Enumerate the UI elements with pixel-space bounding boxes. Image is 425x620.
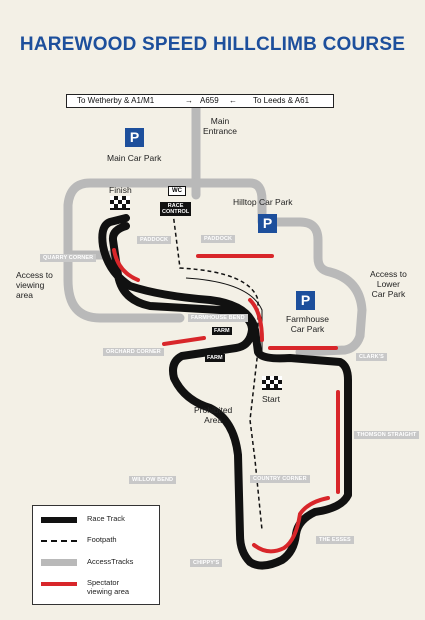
- road-left-label: To Wetherby & A1/M1: [77, 96, 155, 105]
- road-right-label: To Leeds & A61: [253, 96, 310, 105]
- access-viewing-label: Access to viewing area: [16, 270, 53, 300]
- legend-footpath-swatch: [41, 540, 77, 542]
- race-track: [98, 214, 352, 570]
- corner-tag-clarks: CLARK'S: [356, 353, 387, 361]
- main-entrance-label: Main Entrance: [203, 116, 238, 136]
- footpath: [171, 204, 263, 531]
- main-car-park-parking-icon: P: [125, 128, 144, 147]
- road-left-arrow: →: [185, 96, 193, 105]
- farm-sign-2: FARM: [205, 354, 225, 362]
- legend-access-tracks-swatch: [41, 559, 77, 566]
- corner-tag-thomson: THOMSON STRAIGHT: [354, 431, 420, 439]
- hilltop-track: [191, 178, 367, 357]
- race-control-sign: RACE CONTROL: [160, 202, 192, 216]
- legend-spectator-label: Spectator viewing area: [87, 578, 130, 596]
- spectator-farmhouse-bend: [248, 298, 264, 342]
- corner-tag-esses: THE ESSES: [316, 536, 354, 544]
- start-flag: [262, 376, 282, 390]
- finish-flag: [110, 196, 130, 210]
- spectator-orchard: [162, 336, 206, 346]
- farmhouse-car-park-label: Farmhouse Car Park: [286, 314, 329, 334]
- spectator-areas: [112, 248, 340, 554]
- access-lower-car-park-label: Access to Lower Car Park: [370, 269, 407, 299]
- corner-tag-country: COUNTRY CORNER: [250, 475, 310, 483]
- legend-access-tracks-label: AccessTracks: [87, 557, 134, 566]
- legend-race-track-label: Race Track: [87, 514, 125, 523]
- hilltop-car-park-label: Hilltop Car Park: [233, 197, 293, 207]
- farm-sign-1: FARM: [212, 327, 232, 335]
- main-car-park-track: [63, 178, 201, 323]
- legend-race-track-swatch: [41, 517, 77, 523]
- road-right-arrow: ←: [229, 96, 237, 105]
- prohibited-area-label: Prohibited Area: [194, 405, 233, 425]
- corner-tag-chippys: CHIPPY'S: [190, 559, 223, 567]
- corner-tag-orchard: ORCHARD CORNER: [103, 348, 164, 356]
- finish-label: Finish: [109, 185, 132, 195]
- legend-spectator-swatch: [41, 582, 77, 586]
- legend-footpath-label: Footpath: [87, 535, 117, 544]
- corner-tag-paddock-1: PADDOCK: [137, 236, 172, 244]
- road-name: A659: [200, 96, 219, 105]
- corner-tag-paddock-2: PADDOCK: [201, 235, 236, 243]
- hilltop-parking-icon: P: [258, 214, 277, 233]
- corner-tag-quarry: QUARRY CORNER: [40, 254, 97, 262]
- spectator-quarry: [112, 248, 140, 282]
- map-title: HAREWOOD SPEED HILLCLIMB COURSE: [19, 34, 406, 55]
- map-legend: Race Track Footpath AccessTracks Spectat…: [32, 505, 160, 605]
- start-label: Start: [262, 394, 280, 404]
- spectator-esses: [252, 496, 330, 554]
- a659-road-bar: To Wetherby & A1/M1 → A659 ← To Leeds & …: [66, 94, 334, 108]
- pit-lane-edge: [185, 277, 263, 352]
- corner-tag-willow: WILLOW BEND: [129, 476, 177, 484]
- main-car-park-label: Main Car Park: [107, 153, 162, 163]
- farmhouse-parking-icon: P: [296, 291, 315, 310]
- corner-tag-farmhouse-bend: FARMHOUSE BEND: [188, 314, 248, 322]
- wc-sign: WC: [168, 186, 186, 196]
